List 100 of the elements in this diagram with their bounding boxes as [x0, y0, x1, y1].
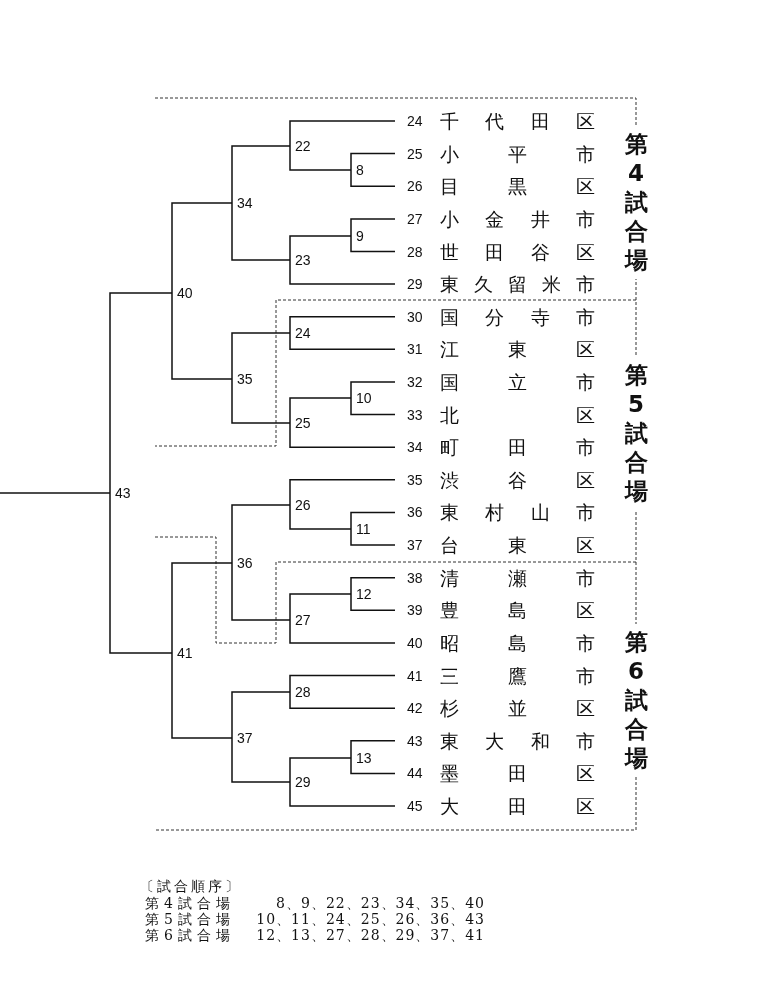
seed-number: 24 — [407, 113, 423, 129]
bracket-line — [289, 235, 352, 261]
bracket-line — [289, 332, 396, 351]
bracket-line — [289, 619, 396, 644]
seed-number: 41 — [407, 667, 423, 684]
bracket-line — [231, 737, 291, 783]
bracket-line — [171, 652, 233, 739]
bracket-line — [350, 152, 396, 171]
bracket-line — [289, 757, 352, 783]
match-number: 29 — [290, 774, 311, 790]
team-name: 国立市 — [440, 370, 595, 394]
bracket-line — [289, 479, 396, 506]
list-heading: 〔試合順序〕 — [140, 878, 242, 894]
bracket-line — [350, 576, 396, 595]
seed-number: 33 — [407, 406, 423, 423]
match-number: 35 — [232, 371, 253, 387]
seed-number: 40 — [407, 634, 423, 651]
seed-number: 30 — [407, 308, 423, 325]
seed-number: 25 — [407, 145, 423, 162]
bracket-line — [289, 397, 352, 424]
team-name: 北区 — [440, 402, 595, 427]
match-number: 22 — [290, 138, 311, 154]
bracket-line — [350, 218, 396, 237]
team-name: 小金井市 — [440, 206, 595, 231]
bracket-line — [350, 397, 396, 416]
seed-number: 37 — [407, 537, 423, 554]
match-number: 24 — [290, 325, 311, 341]
bracket-line — [350, 528, 396, 546]
team-name: 世田谷区 — [440, 239, 595, 264]
match-order: 8、9、22、23、34、35、40 — [276, 895, 485, 911]
bracket-line — [289, 422, 396, 448]
seed-number: 31 — [407, 341, 423, 358]
match-number: 37 — [232, 730, 253, 746]
match-number: 9 — [351, 228, 364, 244]
venue-title: 第6試合場 — [623, 624, 649, 777]
team-name: 墨田区 — [440, 761, 595, 786]
bracket-line — [109, 492, 173, 654]
seed-number: 42 — [407, 700, 423, 717]
venue-name: 第6試合場 — [145, 927, 235, 943]
bracket-line — [350, 593, 396, 612]
bracket-line — [171, 562, 233, 654]
team-name: 東久留米市 — [440, 272, 595, 297]
bracket-line — [171, 202, 233, 294]
bracket-line — [289, 145, 352, 171]
bracket-line — [289, 593, 352, 621]
seed-number: 38 — [407, 569, 423, 586]
team-name: 目黒区 — [440, 174, 595, 199]
bracket-line — [350, 757, 396, 775]
seed-number: 28 — [407, 243, 423, 260]
match-number: 8 — [351, 162, 364, 178]
bracket-line — [289, 691, 396, 709]
match-number: 25 — [290, 415, 311, 431]
team-name: 町田市 — [440, 435, 595, 460]
bracket-line — [350, 381, 396, 399]
match-number: 28 — [290, 684, 311, 700]
team-name: 東大和市 — [440, 728, 595, 753]
team-name: 千代田区 — [440, 109, 595, 133]
team-name: 大田区 — [440, 794, 595, 818]
bracket-line — [350, 169, 396, 187]
bracket-line — [289, 674, 396, 693]
team-name: 清瀬市 — [440, 565, 595, 590]
bracket-line — [231, 562, 291, 621]
seed-number: 34 — [407, 439, 423, 456]
bracket-line — [0, 492, 111, 494]
match-number: 11 — [351, 521, 371, 537]
team-name: 東村山市 — [440, 500, 595, 525]
team-name: 三鷹市 — [440, 663, 595, 688]
team-name: 渋谷区 — [440, 467, 595, 492]
match-number: 43 — [110, 485, 131, 501]
seed-number: 43 — [407, 732, 423, 749]
venue-name: 第4試合場 — [145, 895, 235, 911]
bracket-line — [350, 511, 396, 530]
team-name: 江東区 — [440, 337, 595, 362]
match-order: 10、11、24、25、26、36、43 — [256, 911, 485, 927]
match-number: 34 — [232, 195, 253, 211]
match-number: 10 — [351, 390, 372, 406]
seed-number: 39 — [407, 602, 423, 619]
bracket-line — [171, 292, 233, 380]
bracket-line — [289, 781, 396, 807]
match-number: 40 — [172, 285, 193, 301]
venue-name: 第5試合場 — [145, 911, 235, 927]
bracket-line — [231, 504, 291, 564]
bracket-line — [231, 378, 291, 424]
bracket-line — [231, 691, 291, 739]
bracket-line — [289, 259, 396, 285]
match-number: 41 — [172, 645, 193, 661]
match-number: 27 — [290, 612, 311, 628]
match-order: 12、13、27、28、29、37、41 — [256, 927, 485, 943]
venue-title: 第4試合場 — [623, 126, 649, 279]
team-name: 杉並区 — [440, 696, 595, 721]
bracket-line — [289, 315, 396, 334]
bracket-line — [231, 145, 291, 204]
bracket-line — [289, 120, 396, 147]
team-name: 国分寺市 — [440, 304, 595, 329]
seed-number: 45 — [407, 798, 423, 814]
seed-number: 44 — [407, 765, 423, 782]
match-number: 12 — [351, 586, 372, 602]
seed-number: 29 — [407, 276, 423, 293]
seed-number: 26 — [407, 178, 423, 195]
team-name: 豊島区 — [440, 598, 595, 623]
